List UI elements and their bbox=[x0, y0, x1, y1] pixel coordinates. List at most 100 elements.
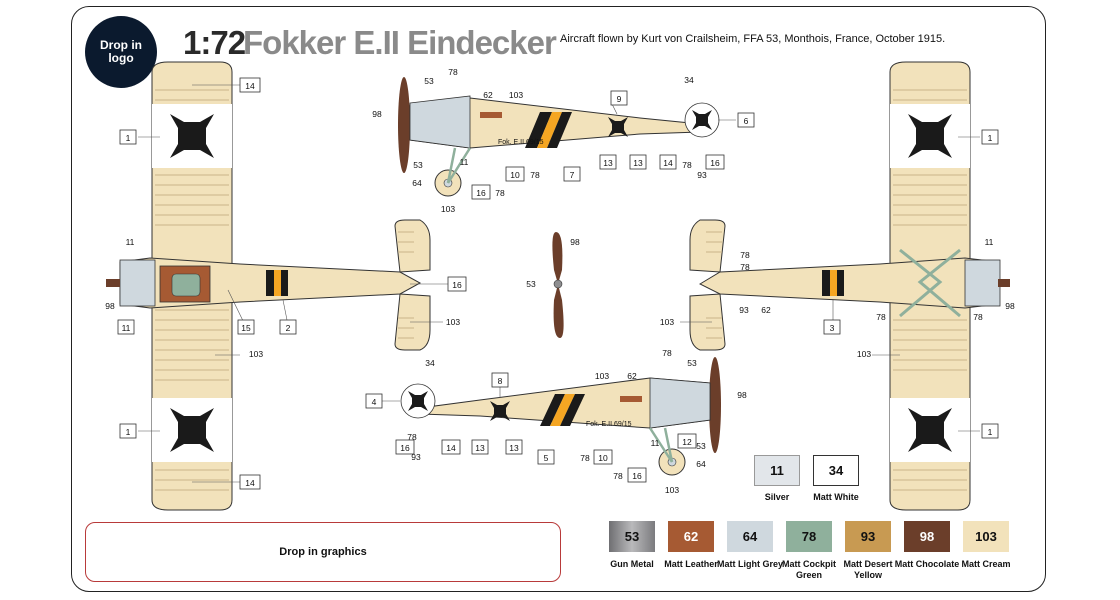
paint-swatch-matt-white: 34 bbox=[813, 455, 859, 486]
paint-label-matt-light-grey: Matt Light Grey bbox=[716, 559, 783, 569]
svg-text:13: 13 bbox=[633, 158, 643, 168]
svg-text:53: 53 bbox=[413, 160, 423, 170]
svg-text:103: 103 bbox=[665, 485, 679, 495]
page-title: Fokker E.II Eindecker bbox=[243, 24, 557, 61]
svg-text:16: 16 bbox=[476, 188, 486, 198]
svg-text:62: 62 bbox=[627, 371, 637, 381]
svg-text:11: 11 bbox=[126, 237, 135, 247]
paint-label-matt-chocolate: Matt Chocolate bbox=[894, 559, 960, 569]
paint-swatch-matt-desert-yellow: 93 bbox=[845, 521, 891, 552]
svg-text:11: 11 bbox=[985, 237, 994, 247]
svg-text:14: 14 bbox=[663, 158, 673, 168]
svg-text:78: 78 bbox=[448, 67, 458, 77]
svg-text:16: 16 bbox=[400, 443, 410, 453]
svg-text:78: 78 bbox=[662, 348, 672, 358]
paint-label-matt-cream: Matt Cream bbox=[961, 559, 1011, 569]
svg-text:7: 7 bbox=[570, 170, 575, 180]
svg-text:53: 53 bbox=[526, 279, 536, 289]
svg-text:103: 103 bbox=[249, 349, 263, 359]
svg-text:15: 15 bbox=[241, 323, 251, 333]
svg-text:98: 98 bbox=[737, 390, 747, 400]
svg-text:12: 12 bbox=[682, 437, 692, 447]
svg-text:78: 78 bbox=[613, 471, 623, 481]
svg-text:62: 62 bbox=[761, 305, 771, 315]
title-scale: 1:72 bbox=[183, 24, 246, 61]
paint-swatch-matt-cockpit-green: 78 bbox=[786, 521, 832, 552]
svg-text:78: 78 bbox=[876, 312, 886, 322]
svg-text:78: 78 bbox=[530, 170, 540, 180]
svg-text:98: 98 bbox=[570, 237, 580, 247]
paint-swatch-silver: 11 bbox=[754, 455, 800, 486]
plan-view-top bbox=[106, 61, 431, 511]
svg-text:1: 1 bbox=[988, 427, 993, 437]
svg-text:1: 1 bbox=[126, 133, 131, 143]
svg-text:9: 9 bbox=[617, 94, 622, 104]
serial-number: Fok. E.II 69/15 bbox=[498, 139, 544, 146]
svg-text:11: 11 bbox=[122, 323, 131, 333]
svg-text:13: 13 bbox=[603, 158, 613, 168]
svg-text:78: 78 bbox=[495, 188, 505, 198]
paint-label-matt-cockpit-green: Matt Cockpit Green bbox=[782, 559, 836, 580]
svg-text:11: 11 bbox=[460, 157, 469, 167]
svg-text:78: 78 bbox=[682, 160, 692, 170]
graphics-placeholder[interactable]: Drop in graphics bbox=[85, 522, 561, 582]
svg-text:103: 103 bbox=[509, 90, 523, 100]
svg-text:103: 103 bbox=[660, 317, 674, 327]
paint-label-matt-desert-yellow: Matt Desert Yellow bbox=[843, 559, 893, 580]
svg-text:11: 11 bbox=[651, 438, 660, 448]
svg-text:13: 13 bbox=[475, 443, 485, 453]
svg-text:34: 34 bbox=[425, 358, 435, 368]
svg-text:16: 16 bbox=[452, 280, 462, 290]
svg-text:53: 53 bbox=[696, 441, 706, 451]
svg-text:1: 1 bbox=[126, 427, 131, 437]
svg-text:103: 103 bbox=[441, 204, 455, 214]
svg-text:13: 13 bbox=[509, 443, 519, 453]
paint-swatch-matt-leather: 62 bbox=[668, 521, 714, 552]
svg-text:103: 103 bbox=[595, 371, 609, 381]
svg-text:93: 93 bbox=[739, 305, 749, 315]
svg-text:98: 98 bbox=[1005, 301, 1015, 311]
svg-text:4: 4 bbox=[372, 397, 377, 407]
svg-text:3: 3 bbox=[830, 323, 835, 333]
side-profile-right: Fok. E.II 69/15 bbox=[400, 357, 721, 476]
svg-text:64: 64 bbox=[412, 178, 422, 188]
paint-label-silver: Silver bbox=[764, 492, 790, 502]
svg-text:98: 98 bbox=[372, 109, 382, 119]
svg-text:93: 93 bbox=[697, 170, 707, 180]
paint-swatch-gun-metal: 53 bbox=[609, 521, 655, 552]
svg-text:14: 14 bbox=[446, 443, 456, 453]
svg-text:103: 103 bbox=[446, 317, 460, 327]
svg-text:2: 2 bbox=[286, 323, 291, 333]
plan-view-bottom bbox=[689, 61, 1010, 511]
svg-text:16: 16 bbox=[632, 471, 642, 481]
svg-text:14: 14 bbox=[245, 81, 255, 91]
svg-text:6: 6 bbox=[744, 116, 749, 126]
serial-number-2: Fok. E.II 69/15 bbox=[586, 421, 632, 428]
svg-text:64: 64 bbox=[696, 459, 706, 469]
paint-label-gun-metal: Gun Metal bbox=[610, 559, 654, 569]
svg-text:78: 78 bbox=[407, 432, 417, 442]
svg-text:10: 10 bbox=[510, 170, 520, 180]
paint-swatch-matt-chocolate: 98 bbox=[904, 521, 950, 552]
side-profile-left: Fok. E.II 69/15 bbox=[398, 77, 720, 197]
sheet-frame bbox=[71, 6, 1046, 592]
svg-text:16: 16 bbox=[710, 158, 720, 168]
propeller bbox=[552, 232, 564, 338]
svg-text:98: 98 bbox=[105, 301, 115, 311]
svg-text:10: 10 bbox=[598, 453, 608, 463]
paint-label-matt-white: Matt White bbox=[813, 492, 859, 502]
svg-text:53: 53 bbox=[687, 358, 697, 368]
paint-swatch-matt-light-grey: 64 bbox=[727, 521, 773, 552]
svg-text:1: 1 bbox=[988, 133, 993, 143]
paint-swatch-matt-cream: 103 bbox=[963, 521, 1009, 552]
svg-text:78: 78 bbox=[740, 250, 750, 260]
subtitle: Aircraft flown by Kurt von Crailsheim, F… bbox=[560, 33, 946, 45]
logo-placeholder[interactable]: Drop in logo bbox=[85, 16, 157, 88]
svg-text:78: 78 bbox=[580, 453, 590, 463]
svg-text:93: 93 bbox=[411, 452, 421, 462]
svg-text:103: 103 bbox=[857, 349, 871, 359]
paint-label-matt-leather: Matt Leather bbox=[664, 559, 718, 569]
svg-text:14: 14 bbox=[245, 478, 255, 488]
